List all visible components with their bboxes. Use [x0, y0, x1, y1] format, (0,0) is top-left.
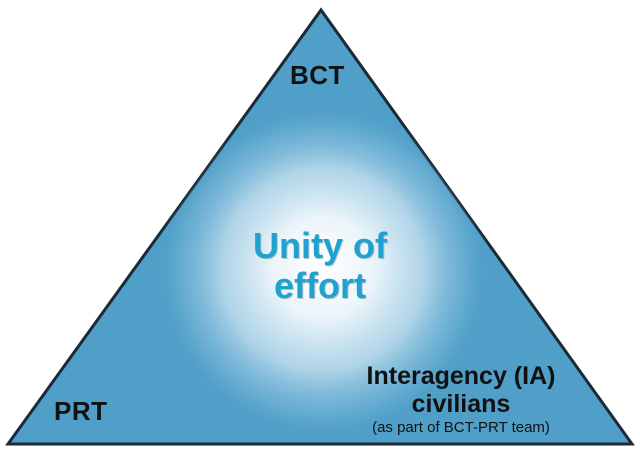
vertex-label-bct: BCT [290, 60, 345, 90]
center-label-unity-of-effort: Unity of effort [200, 226, 440, 306]
vertex-label-prt: PRT [54, 396, 108, 426]
center-label-line1: Unity of [253, 225, 387, 266]
ia-note: (as part of BCT-PRT team) [372, 419, 550, 436]
center-label-line2: effort [274, 265, 366, 306]
unity-sphere [155, 104, 491, 440]
ia-title-line1: Interagency (IA) [366, 362, 556, 390]
ia-title-line2: civilians [411, 390, 511, 418]
vertex-label-interagency: Interagency (IA) civilians (as part of B… [320, 362, 602, 438]
